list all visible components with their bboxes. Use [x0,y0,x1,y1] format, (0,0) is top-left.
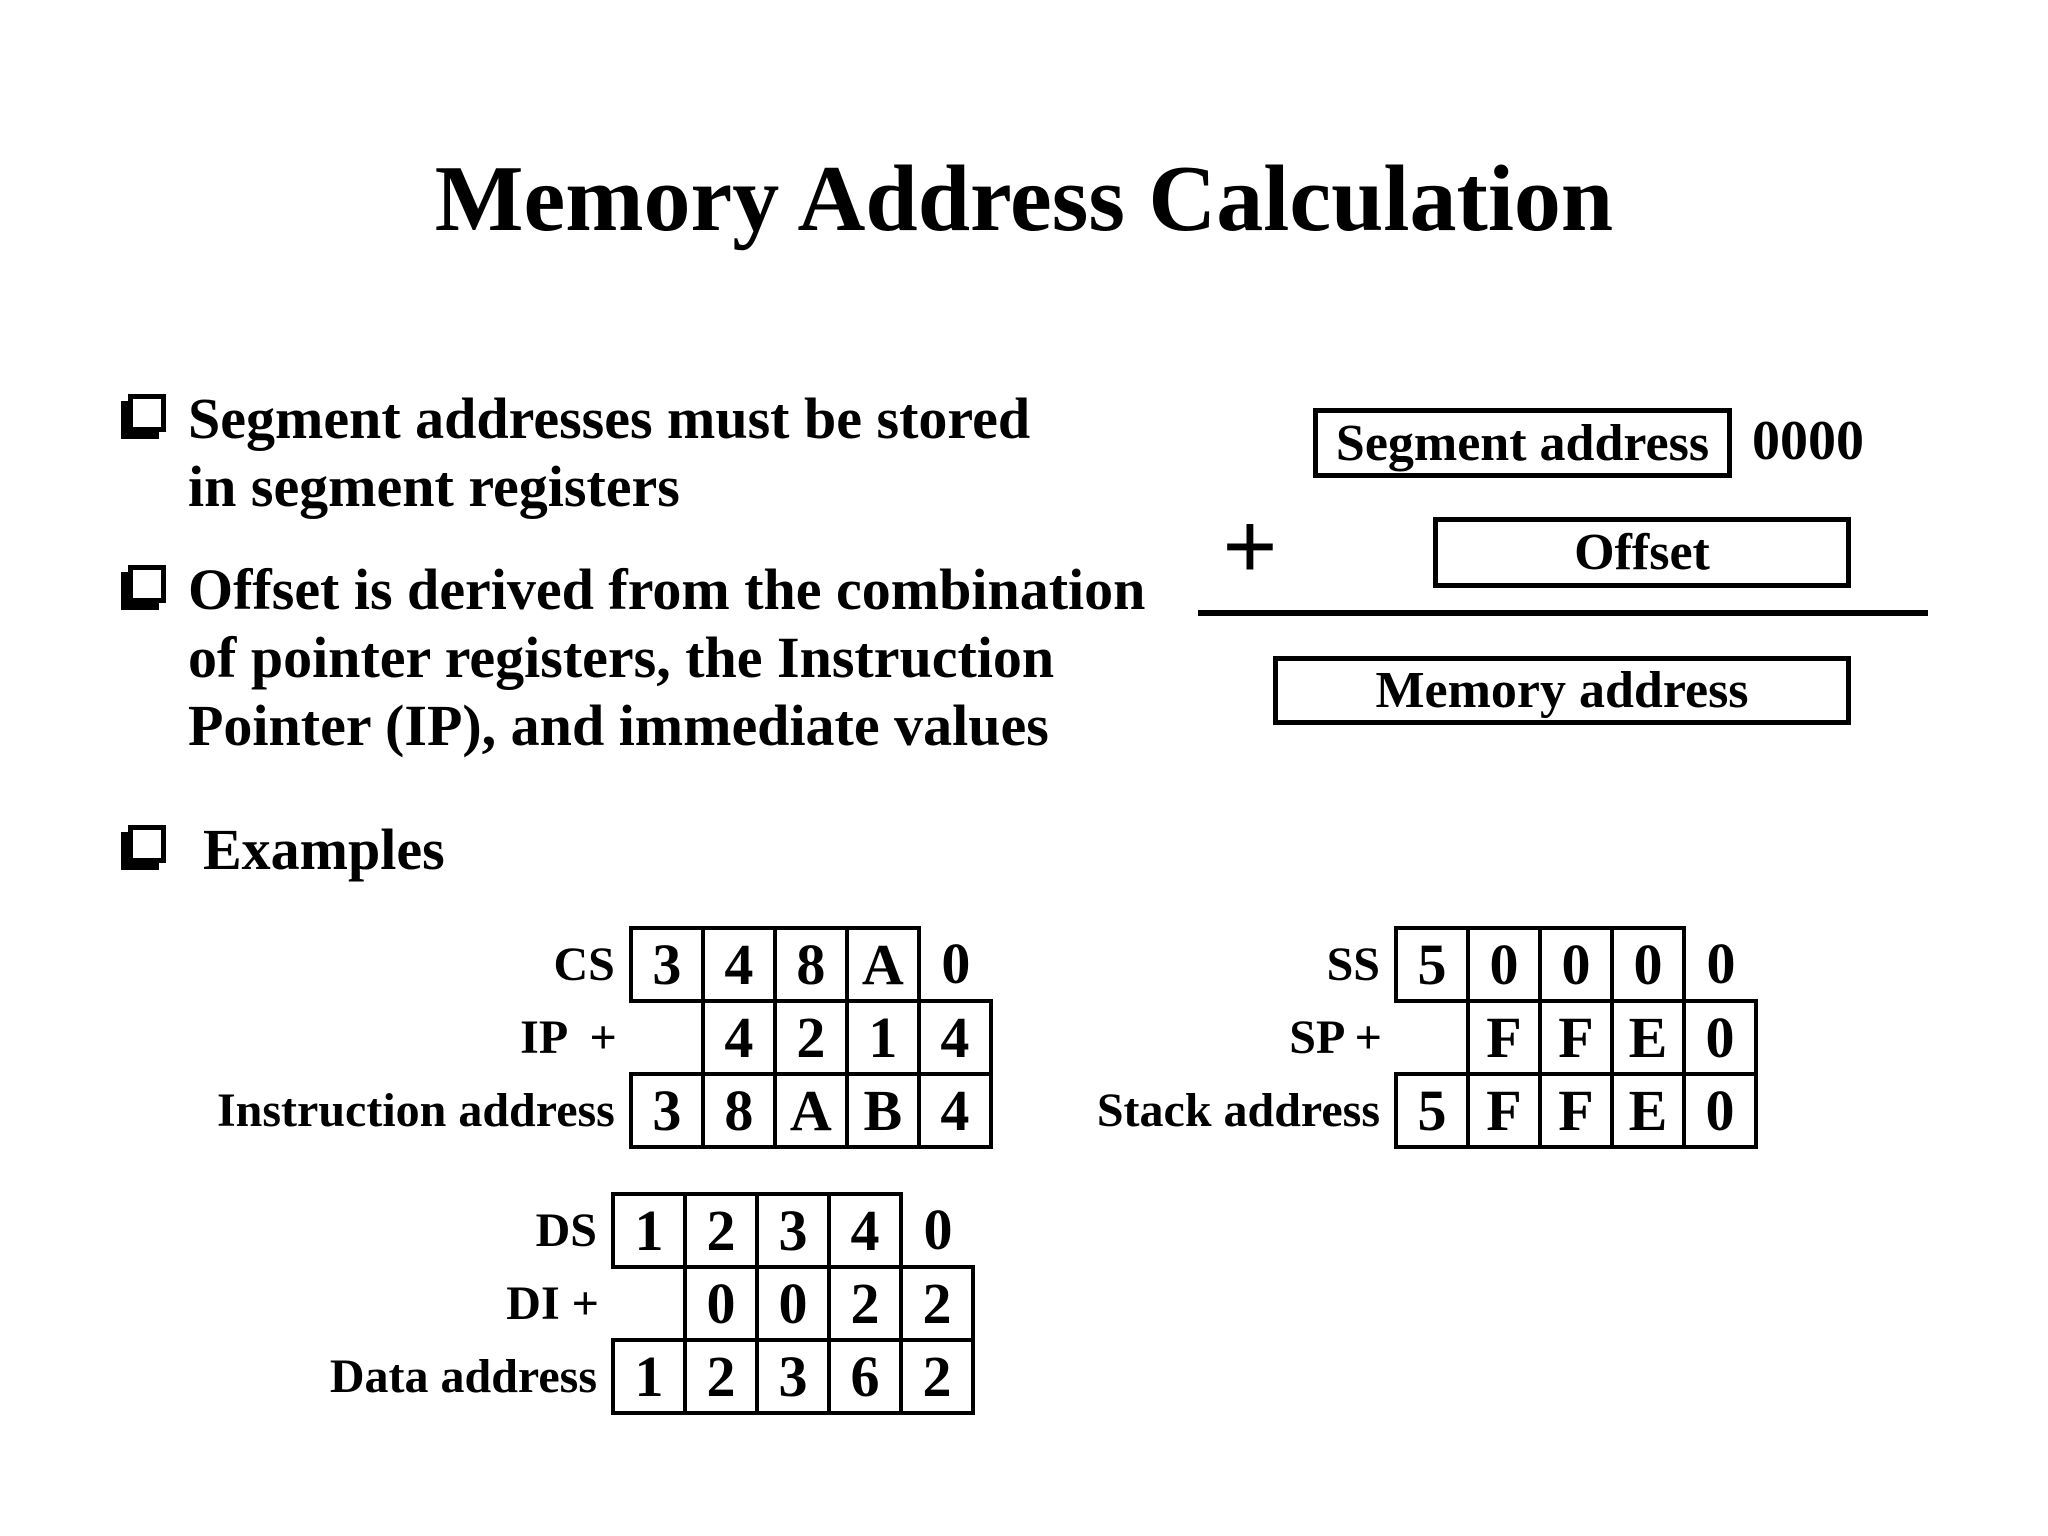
hex-digit-cell: 5 [1394,926,1470,1003]
row-label: SP + [1289,1011,1382,1064]
slide-title: Memory Address Calculation [434,147,1614,251]
hex-digit-cell: B [844,1072,921,1149]
bullet-line: in segment registers [188,454,680,519]
hex-digit-cell: 0 [1682,999,1758,1076]
hex-digit-cell: 3 [755,1338,831,1415]
hex-digit-cell: 3 [628,1072,705,1149]
hex-digit-cell-unboxed [613,1267,685,1340]
square-bullet-icon [128,825,166,863]
hex-digit-cell: 0 [1538,926,1614,1003]
bullet-item-examples: Examples [126,816,445,884]
row-label: CS [553,938,615,991]
memory-address-box: Memory address [1273,656,1851,725]
hex-digit-cell: F [1466,999,1542,1076]
segment-address-box: Segment address [1313,408,1732,478]
hex-digit-cell: 1 [611,1192,687,1269]
hex-digit-cell: A [772,1072,849,1149]
hex-digit-cell: 4 [916,999,993,1076]
hex-digit-cell: E [1610,999,1686,1076]
bullet-line: Segment addresses must be stored [188,386,1031,451]
hex-digit-cell: 2 [683,1192,759,1269]
row-label: DI + [506,1277,599,1330]
offset-box-label: Offset [1574,524,1710,581]
hex-digit-cell: 1 [844,999,921,1076]
bullet-line: of pointer registers, the Instruction [188,625,1055,690]
bullet-line: Pointer (IP), and immediate values [188,693,1049,758]
row-label: DS [535,1204,597,1257]
bullet-line: Examples [203,817,445,882]
row-label: IP + [520,1011,617,1064]
hex-digit-cell: E [1610,1072,1686,1149]
hex-digit-cell: F [1538,999,1614,1076]
hex-digit-cell-unboxed: 0 [941,931,971,996]
hex-digit-cell-unboxed: 0 [1706,931,1736,996]
hex-digit-cell-unboxed [631,1001,703,1074]
hex-digit-cell: 8 [772,926,849,1003]
hex-digit-cell: 0 [755,1265,831,1342]
hex-digit-cell: 0 [1682,1072,1758,1149]
hex-digit-cell: 1 [611,1338,687,1415]
row-label: SS [1326,938,1380,991]
hex-digit-cell: 4 [700,926,777,1003]
hex-digit-cell: 4 [827,1192,903,1269]
row-label: Data address [329,1350,597,1403]
hex-digit-cell: 0 [683,1265,759,1342]
square-bullet-icon [128,394,166,432]
hex-digit-cell: A [844,926,921,1003]
hex-digit-cell-unboxed [1396,1001,1468,1074]
hex-digit-cell: 3 [628,926,705,1003]
square-bullet-icon [128,565,166,603]
offset-box: Offset [1433,517,1851,588]
hex-digit-cell: 0 [1610,926,1686,1003]
row-label: Instruction address [217,1084,615,1137]
hex-digit-cell: 2 [899,1338,975,1415]
hex-digit-cell: F [1538,1072,1614,1149]
hex-digit-cell: 8 [700,1072,777,1149]
hex-digit-cell: F [1466,1072,1542,1149]
hex-digit-cell: 2 [772,999,849,1076]
hex-digit-cell: 4 [700,999,777,1076]
hex-digit-cell: 6 [827,1338,903,1415]
hex-digit-cell: 2 [899,1265,975,1342]
hex-digit-cell: 5 [1394,1072,1470,1149]
bullet-line: Offset is derived from the combination [188,557,1146,622]
bullet-text: Examples [203,816,445,884]
segment-address-box-label: Segment address [1335,414,1710,472]
plus-sign: + [1222,493,1278,601]
sum-divider-line [1198,610,1928,616]
hex-digit-cell: 2 [827,1265,903,1342]
hex-digit-cell: 3 [755,1192,831,1269]
memory-address-box-label: Memory address [1375,662,1749,719]
hex-digit-cell-unboxed: 0 [923,1197,953,1262]
appended-zeros-value: 0000 [1752,408,1864,474]
hex-digit-cell: 0 [1466,926,1542,1003]
hex-digit-cell: 2 [683,1338,759,1415]
row-label: Stack address [1096,1084,1380,1137]
appended-zeros-text: 0000 [1752,410,1864,472]
hex-digit-cell: 4 [916,1072,993,1149]
